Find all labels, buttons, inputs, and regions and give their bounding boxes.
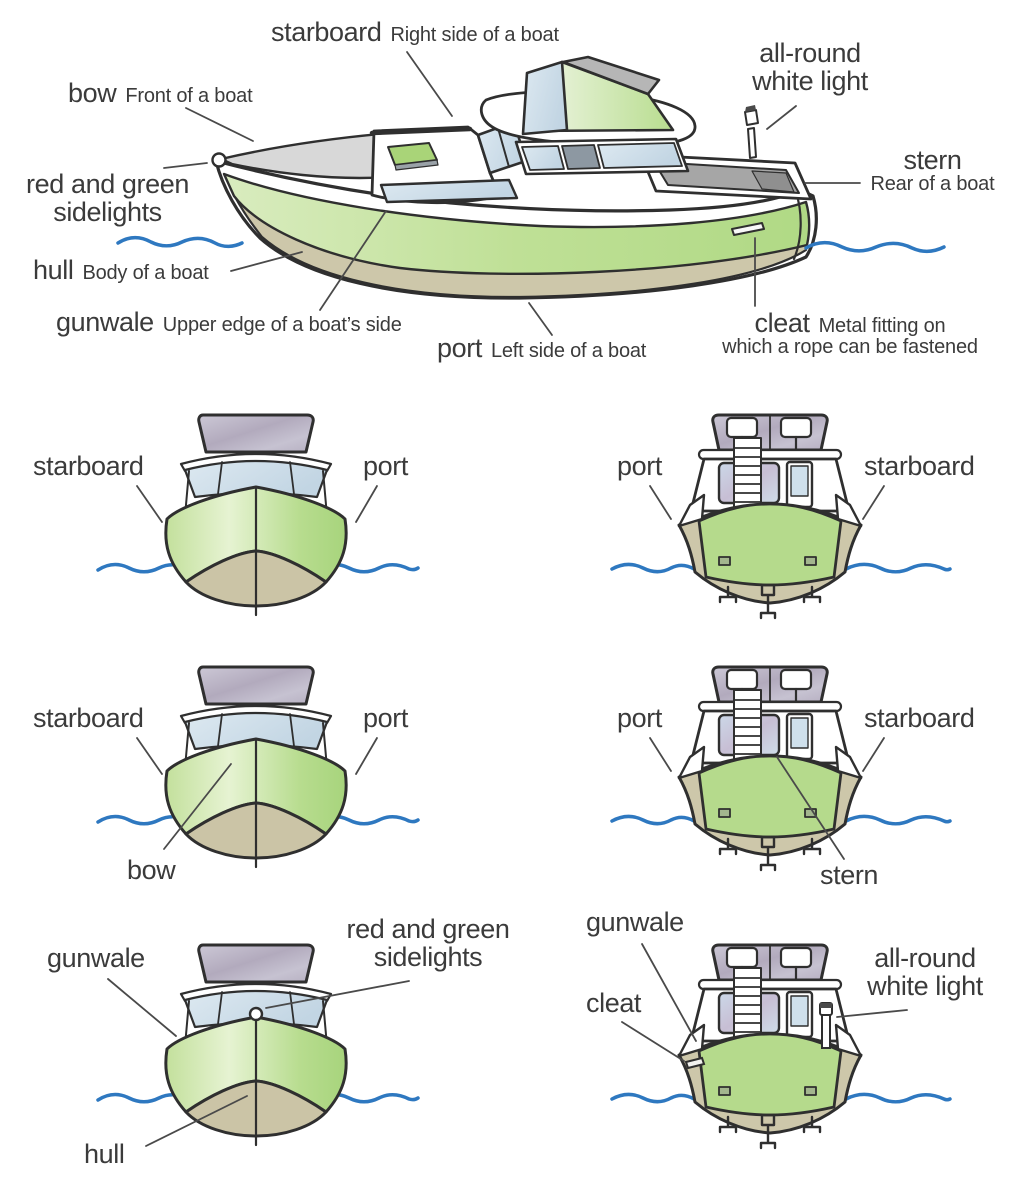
stern-definition: Rear of a boat bbox=[870, 173, 995, 196]
gunwale-definition: Upper edge of a boat’s side bbox=[162, 314, 402, 336]
cleat-label: cleat Metal fitting on which a rope can b… bbox=[700, 309, 1000, 358]
hull-definition: Body of a boat bbox=[82, 262, 209, 284]
window-pane-dark bbox=[561, 144, 601, 170]
stern-label: stern Rear of a boat bbox=[845, 146, 1020, 195]
bow-leader bbox=[185, 107, 254, 142]
r3b-gunwale-leader bbox=[641, 943, 697, 1042]
bow-view-boat-row1 bbox=[96, 413, 420, 617]
window-pane-1 bbox=[521, 145, 565, 171]
starboard-term: starboard bbox=[271, 17, 382, 47]
port-term: port bbox=[437, 333, 482, 363]
sidelights-leader bbox=[163, 162, 208, 169]
stern-view1-port-label: port bbox=[617, 451, 662, 481]
helm-windshield-divider bbox=[497, 127, 510, 168]
stern-view2-port-label: port bbox=[617, 703, 662, 733]
r3-sidelights-leader bbox=[265, 980, 410, 1009]
r1b-starboard-leader bbox=[862, 485, 885, 520]
white-light-fixture bbox=[819, 1002, 833, 1049]
port-definition: Left side of a boat bbox=[490, 340, 647, 362]
hull-term: hull bbox=[33, 255, 74, 285]
r3b-white-light-leader bbox=[836, 1009, 908, 1018]
stern-view2-starboard-label: starboard bbox=[864, 703, 975, 733]
r1b-port-leader bbox=[649, 485, 672, 520]
r2b-stern-leader bbox=[776, 756, 845, 860]
stern-term: stern bbox=[903, 145, 962, 175]
stern-view3-white-light-label: all-round white light bbox=[867, 943, 983, 1002]
r2-starboard-leader bbox=[136, 737, 163, 775]
gunwale-term: gunwale bbox=[56, 307, 154, 337]
r3-hull-leader bbox=[145, 1095, 248, 1147]
starboard-label: starboard Right side of a boat bbox=[271, 18, 559, 46]
r1-port-leader bbox=[355, 485, 378, 523]
cabin-top-trim bbox=[369, 126, 473, 136]
white-light-label: all-round white light bbox=[752, 38, 868, 97]
cleat-definition-line2: which a rope can be fastened bbox=[722, 336, 978, 359]
gunwale-label: gunwale Upper edge of a boat’s side bbox=[56, 308, 402, 336]
stern-view3-gunwale-label: gunwale bbox=[586, 907, 684, 937]
cleat-fixture bbox=[684, 1056, 706, 1070]
r1-starboard-leader bbox=[136, 485, 163, 523]
bow-view2-port-label: port bbox=[363, 703, 408, 733]
stern-view1-starboard-label: starboard bbox=[864, 451, 975, 481]
bow-view1-port-label: port bbox=[363, 451, 408, 481]
window-pane-2 bbox=[597, 142, 683, 169]
bow-view3-hull-label: hull bbox=[84, 1139, 125, 1169]
cabin-side-window bbox=[379, 178, 519, 204]
starboard-leader bbox=[406, 51, 453, 117]
side-view-boat bbox=[116, 55, 946, 300]
bow-view3-gunwale-label: gunwale bbox=[47, 943, 145, 973]
r3-gunwale-leader bbox=[107, 978, 177, 1037]
r2-bow-leader bbox=[163, 763, 232, 850]
cleat-definition-line1: Metal fitting on bbox=[818, 315, 946, 337]
white-light-leader bbox=[766, 105, 797, 130]
bow-sidelight bbox=[211, 152, 227, 168]
flybridge-gray-slab bbox=[561, 55, 661, 96]
cleat-term: cleat bbox=[754, 308, 810, 338]
bow-sidelight-fixture bbox=[248, 1006, 264, 1022]
hull-label: hull Body of a boat bbox=[33, 256, 209, 284]
stern-view-boat-row1 bbox=[610, 413, 952, 620]
bow-definition: Front of a boat bbox=[125, 85, 253, 107]
hull-green-band bbox=[222, 172, 811, 276]
stern-view2-stern-label: stern bbox=[820, 860, 879, 890]
leader-lines bbox=[107, 51, 908, 1147]
stern-view3-cleat-label: cleat bbox=[586, 988, 642, 1018]
r2-port-leader bbox=[355, 737, 378, 775]
hull-leader bbox=[230, 251, 303, 272]
port-leader bbox=[528, 302, 553, 336]
bow-view2-bow-label: bow bbox=[127, 855, 176, 885]
cleat-fitting bbox=[731, 222, 765, 236]
cleat-label-line1: cleat Metal fitting on bbox=[700, 309, 1000, 337]
bow-view-boat-row3 bbox=[96, 943, 420, 1147]
water-line-right bbox=[804, 240, 946, 253]
gunwale-leader bbox=[319, 210, 387, 311]
aft-cockpit-wall bbox=[751, 170, 795, 193]
r2b-starboard-leader bbox=[862, 737, 885, 772]
water-line-left bbox=[116, 235, 244, 249]
sidelights-label: red and green sidelights bbox=[26, 169, 189, 228]
r2b-port-leader bbox=[649, 737, 672, 772]
bow-view-boat-row2 bbox=[96, 665, 420, 869]
bow-label: bow Front of a boat bbox=[68, 78, 253, 108]
bow-view2-starboard-label: starboard bbox=[33, 703, 144, 733]
stern-view-boat-row2 bbox=[610, 665, 952, 872]
all-round-white-light-fixture bbox=[744, 105, 759, 159]
bow-term: bow bbox=[68, 78, 117, 108]
deck-hatch-edge bbox=[394, 159, 439, 171]
flybridge-front-window bbox=[521, 60, 569, 136]
bow-view1-starboard-label: starboard bbox=[33, 451, 144, 481]
bow-view3-sidelights-label: red and green sidelights bbox=[346, 914, 510, 973]
r3b-cleat-leader bbox=[621, 1021, 685, 1062]
port-label: port Left side of a boat bbox=[437, 334, 646, 362]
starboard-definition: Right side of a boat bbox=[390, 24, 559, 46]
